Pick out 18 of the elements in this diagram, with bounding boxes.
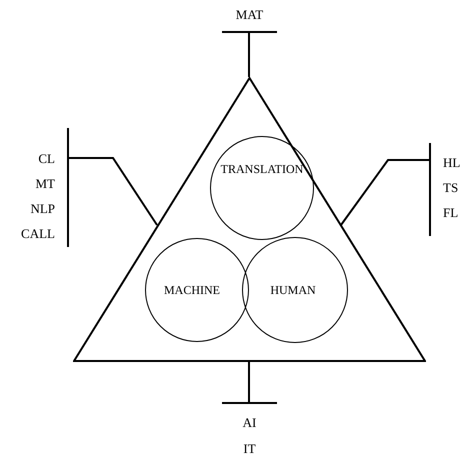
circle-label: HUMAN — [270, 282, 316, 298]
circle-label: MACHINE — [164, 282, 220, 298]
label-bracket — [222, 402, 277, 455]
field-abbreviation: HL — [443, 154, 460, 172]
connector-line — [248, 362, 250, 402]
field-abbreviation: FL — [443, 204, 458, 222]
connector-line — [248, 33, 250, 77]
connector-line — [340, 159, 429, 226]
field-abbreviation: MAT — [236, 6, 264, 24]
field-abbreviation: AI — [242, 414, 256, 432]
connector-line — [69, 157, 158, 226]
field-abbreviation: IT — [243, 440, 256, 455]
field-abbreviation: NLP — [30, 200, 55, 218]
field-abbreviation: TS — [443, 179, 458, 197]
field-abbreviation: CALL — [21, 225, 55, 243]
field-abbreviation: MT — [36, 175, 55, 193]
field-abbreviation: CL — [38, 150, 55, 168]
circle-label: TRANSLATION — [220, 161, 304, 177]
